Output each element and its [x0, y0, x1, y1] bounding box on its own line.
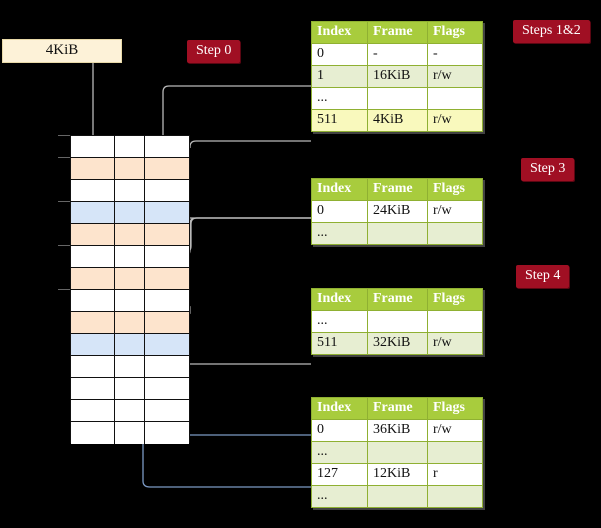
table-cell: ...	[311, 310, 368, 333]
column-header-index: Index	[311, 397, 368, 420]
table-cell	[427, 441, 483, 464]
table-cell	[367, 485, 428, 508]
wire-t2-to-mem	[179, 217, 311, 264]
physical-memory-column	[70, 135, 190, 444]
table-cell	[427, 222, 483, 245]
memory-frame-row	[71, 224, 189, 246]
table-cell: 0	[311, 200, 368, 223]
table-cell: 0	[311, 419, 368, 442]
table-cell	[427, 310, 483, 333]
table-cell: -	[367, 43, 428, 66]
table-cell: 0	[311, 43, 368, 66]
memory-column-divider-0	[114, 136, 115, 444]
table-cell	[367, 222, 428, 245]
column-header-frame: Frame	[367, 21, 428, 44]
memory-row-tick-3	[58, 245, 70, 246]
wire-t3-to-mem	[183, 306, 311, 365]
table-row: ...	[311, 87, 483, 110]
table-cell: 32KiB	[367, 332, 428, 355]
memory-row-tick-0	[58, 135, 70, 136]
badge-step-4: Step 4	[516, 265, 570, 288]
memory-frame-row	[71, 136, 189, 158]
memory-frame-row	[71, 334, 189, 356]
memory-frame-row	[71, 290, 189, 312]
table-cell: 12KiB	[367, 463, 428, 486]
column-header-index: Index	[311, 178, 368, 201]
badge-steps-1-2: Steps 1&2	[513, 20, 590, 43]
column-header-frame: Frame	[367, 178, 428, 201]
table-row: ...	[311, 222, 483, 245]
wire-t2-side	[189, 217, 311, 250]
table-cell: -	[427, 43, 483, 66]
table-cell: ...	[311, 87, 368, 110]
badge-step-0: Step 0	[187, 40, 241, 63]
memory-frame-row	[71, 158, 189, 180]
table-cell: 24KiB	[367, 200, 428, 223]
table-cell: ...	[311, 222, 368, 245]
table-cell: 127	[311, 463, 368, 486]
column-header-frame: Frame	[367, 288, 428, 311]
table-cell: 511	[311, 109, 368, 132]
wire-t1r511-stub	[189, 140, 311, 148]
memory-frame-row	[71, 378, 189, 400]
table-cell	[427, 87, 483, 110]
memory-frame-row	[71, 202, 189, 224]
column-header-frame: Frame	[367, 397, 428, 420]
memory-frame-row	[71, 180, 189, 202]
memory-frame-row	[71, 356, 189, 378]
memory-frame-row	[71, 246, 189, 268]
source-frame-box: 4KiB	[2, 39, 122, 63]
table-cell: r/w	[427, 419, 483, 442]
table-cell: 36KiB	[367, 419, 428, 442]
table-row: ...	[311, 310, 483, 333]
memory-frame-row	[71, 268, 189, 290]
table-cell	[367, 310, 428, 333]
memory-column-divider-1	[144, 136, 145, 444]
column-header-index: Index	[311, 288, 368, 311]
table-cell	[367, 87, 428, 110]
table-cell	[427, 485, 483, 508]
table-cell: 4KiB	[367, 109, 428, 132]
badge-step-3: Step 3	[521, 158, 575, 181]
column-header-flags: Flags	[427, 288, 483, 311]
table-cell: r	[427, 463, 483, 486]
column-header-flags: Flags	[427, 178, 483, 201]
column-header-flags: Flags	[427, 397, 483, 420]
table-cell: r/w	[427, 200, 483, 223]
table-cell: ...	[311, 485, 368, 508]
table-row: 0--	[311, 43, 483, 66]
table-cell: 511	[311, 332, 368, 355]
memory-frame-row	[71, 400, 189, 422]
table-cell: r/w	[427, 332, 483, 355]
memory-frame-row	[71, 312, 189, 334]
column-header-flags: Flags	[427, 21, 483, 44]
table-cell: ...	[311, 441, 368, 464]
table-cell: r/w	[427, 109, 483, 132]
table-cell: 16KiB	[367, 65, 428, 88]
memory-row-tick-2	[58, 201, 70, 202]
memory-frame-row	[71, 422, 189, 444]
table-row: ...	[311, 485, 483, 508]
column-header-index: Index	[311, 21, 368, 44]
memory-row-tick-1	[58, 157, 70, 158]
table-row: ...	[311, 441, 483, 464]
memory-row-tick-4	[58, 289, 70, 290]
table-cell: 1	[311, 65, 368, 88]
table-cell: r/w	[427, 65, 483, 88]
table-cell	[367, 441, 428, 464]
